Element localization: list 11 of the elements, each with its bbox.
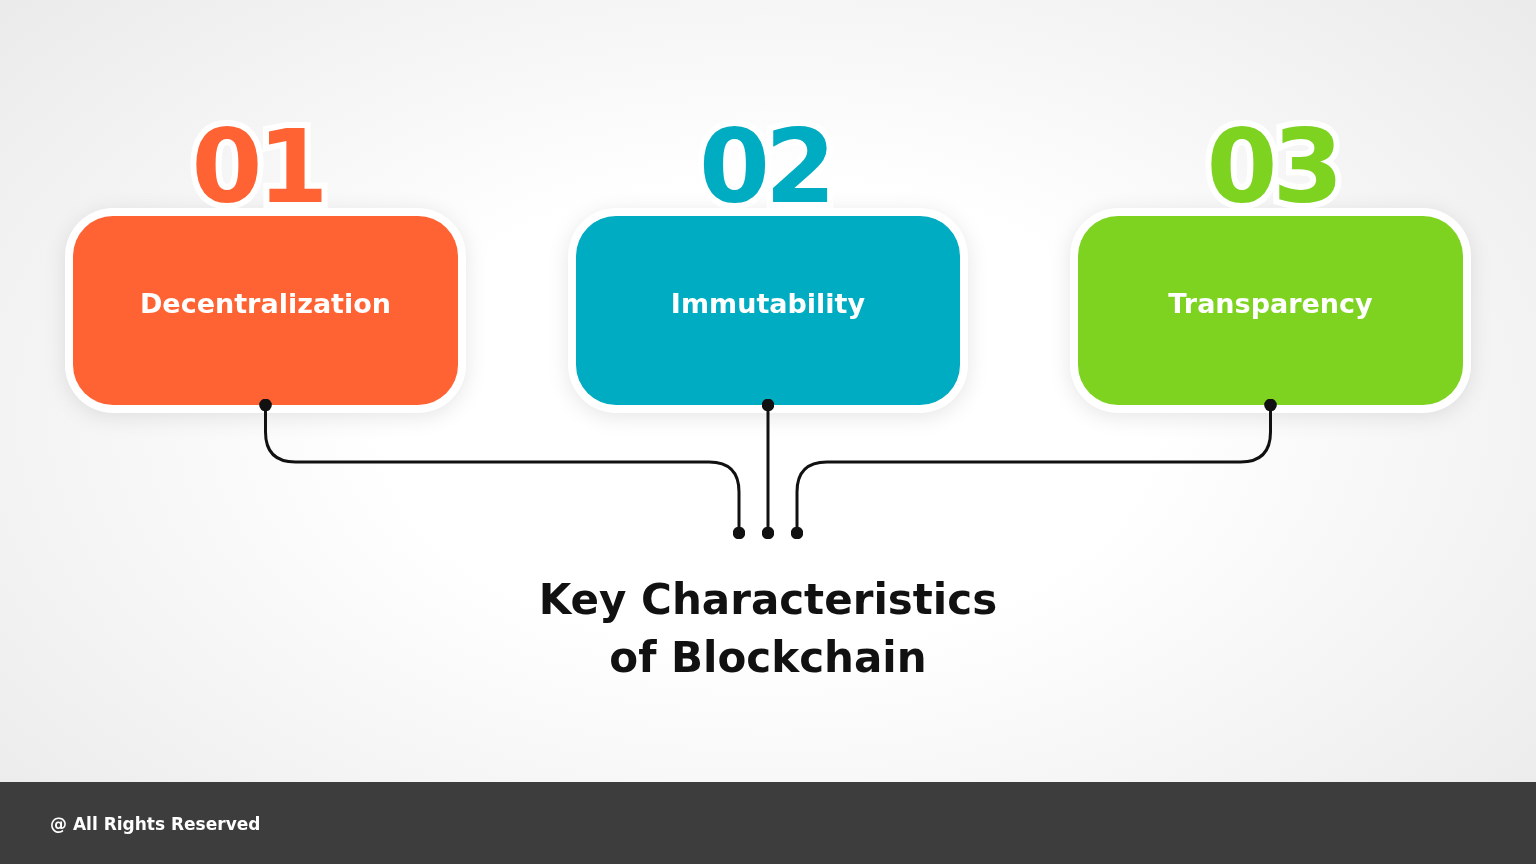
central-topic-label: Key Characteristics of Blockchain [537,574,999,684]
card-label: Decentralization [139,288,392,321]
connector-line [790,398,1277,540]
connector-line [761,398,775,540]
step-number: 01 [191,116,324,218]
connector-line [259,398,746,540]
card-label: Immutability [670,288,866,321]
step-number: 03 [1206,116,1339,218]
step-number: 02 [699,116,831,218]
card-label: Transparency [1168,288,1373,321]
copyright-text: @ All Rights Reserved [50,814,261,834]
